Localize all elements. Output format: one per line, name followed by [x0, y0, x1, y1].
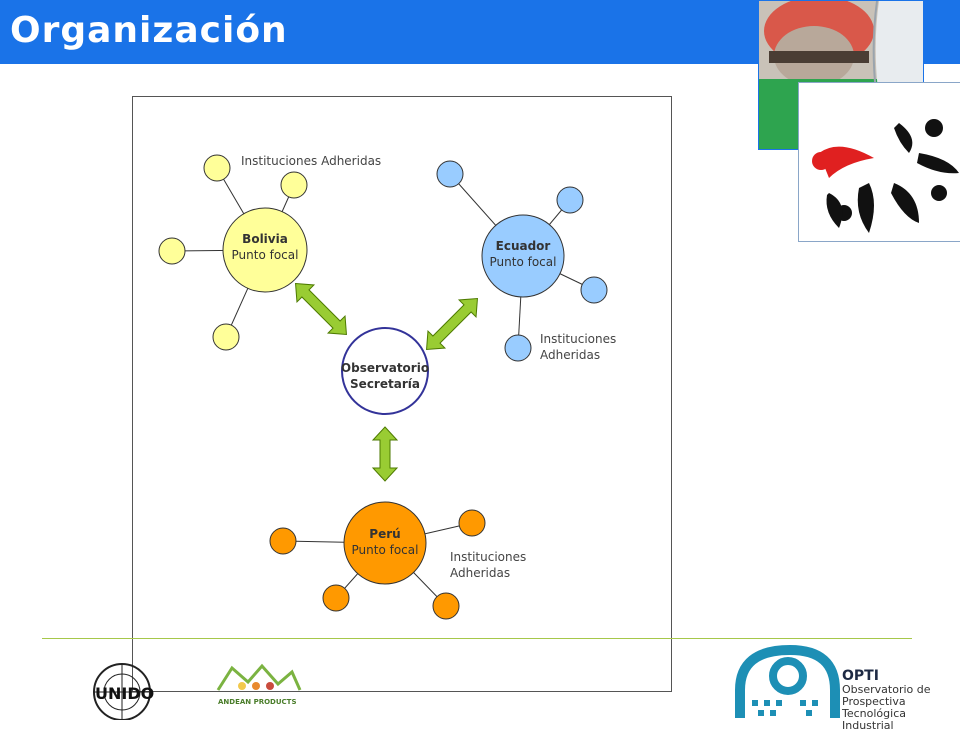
opti-line1: Observatorio de	[842, 683, 931, 696]
diagram-frame	[132, 96, 672, 692]
arrow-ecuador-center	[426, 298, 478, 350]
ecuador-institution-node	[436, 160, 464, 188]
peru-institution-node	[458, 509, 486, 537]
andean-logo-mark	[216, 663, 302, 691]
bolivia-annotation: Instituciones Adheridas	[241, 154, 382, 168]
ecuador-annotation-line2: Adheridas	[540, 348, 601, 362]
peru-name: Perú	[369, 527, 401, 541]
peru-institution-node	[432, 592, 460, 620]
footer-divider	[42, 638, 912, 639]
bolivia-institution-node	[280, 171, 308, 199]
peru-institution-node	[322, 584, 350, 612]
ecuador-label: Ecuador Punto focal	[473, 238, 573, 270]
ecuador-role: Punto focal	[489, 255, 557, 269]
observatorio-role: Secretaría	[350, 377, 420, 391]
peru-institution-node	[269, 527, 297, 555]
opti-line3: Industrial	[842, 719, 894, 732]
ecuador-node	[481, 214, 565, 298]
peru-annotation-line1: Instituciones	[450, 550, 527, 564]
observatorio-name: Observatorio	[340, 361, 430, 375]
bolivia-institution-node	[203, 154, 231, 182]
slide-title: Organización	[10, 10, 288, 51]
bolivia-label: Bolivia Punto focal	[215, 231, 315, 263]
andean-logo-text: ANDEAN PRODUCTS	[218, 698, 297, 706]
ecuador-name: Ecuador	[495, 239, 551, 253]
bolivia-role: Punto focal	[231, 248, 299, 262]
ecuador-annotation-line1: Instituciones	[540, 332, 617, 346]
observatorio-label: Observatorio Secretaría	[335, 360, 435, 392]
peru-annotation-line2: Adheridas	[450, 566, 511, 580]
ecuador-institution-node	[504, 334, 532, 362]
peru-annotation: Instituciones Adheridas	[450, 549, 526, 581]
peru-role: Punto focal	[351, 543, 419, 557]
bolivia-node	[222, 207, 308, 293]
ecuador-annotation: Instituciones Adheridas	[540, 331, 616, 363]
ecuador-institution-node	[580, 276, 608, 304]
ecuador-institution-node	[556, 186, 584, 214]
bolivia-institution-node	[158, 237, 186, 265]
opti-line2: Prospectiva Tecnológica	[842, 695, 906, 720]
observatorio-node	[341, 327, 429, 415]
opti-logo-text: OPTI Observatorio de Prospectiva Tecnoló…	[842, 668, 960, 732]
network-logo	[798, 82, 960, 242]
peru-node	[343, 501, 427, 585]
bolivia-name: Bolivia	[242, 232, 288, 246]
opti-name: OPTI	[842, 668, 879, 684]
bolivia-institution-node	[212, 323, 240, 351]
peru-label: Perú Punto focal	[335, 526, 435, 558]
unido-emblem	[93, 663, 151, 720]
opti-logo-mark	[735, 644, 840, 718]
arrow-center-peru	[371, 426, 399, 482]
arrow-bolivia-center	[295, 283, 347, 335]
unido-logo-text: UNIDO	[95, 684, 155, 703]
